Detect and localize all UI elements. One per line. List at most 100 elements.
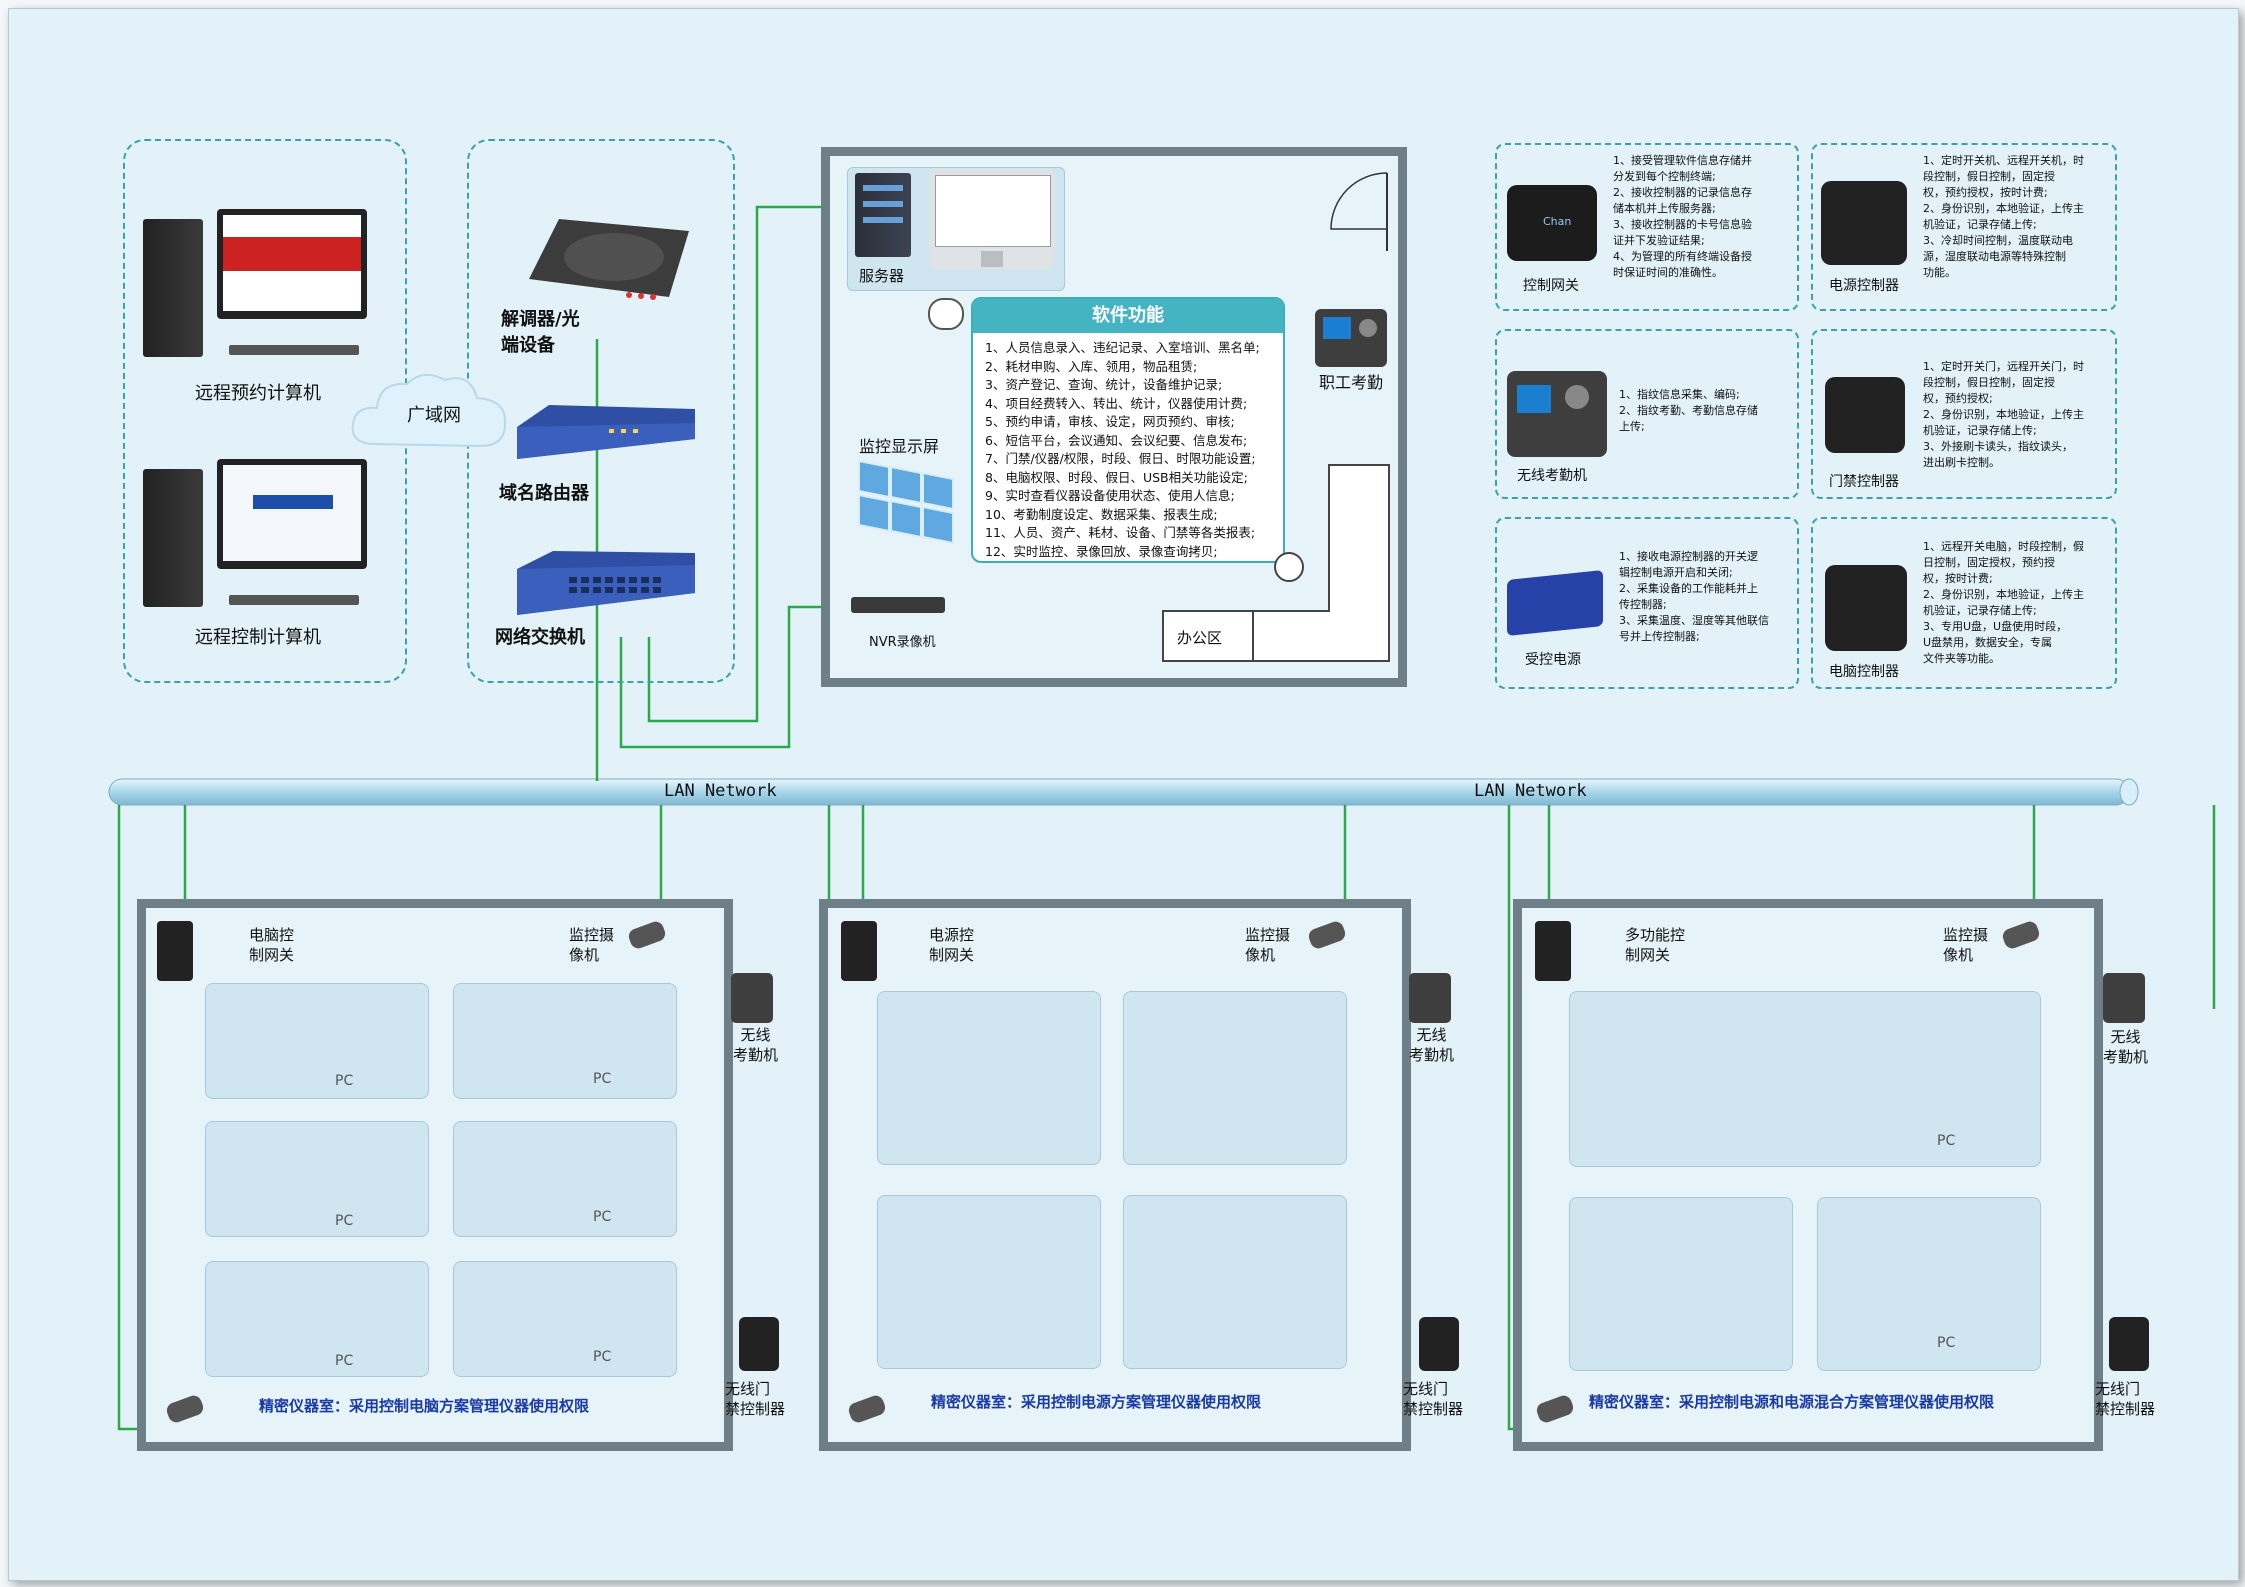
monitor: [217, 459, 367, 569]
server-rack-icon[interactable]: [855, 173, 911, 257]
room1-gateway-label: 电脑控 制网关: [249, 926, 295, 964]
legend-power-controller-name: 电源控制器: [1829, 278, 1899, 294]
software-function-item: 5、预约申请，审核、设定，网页预约、审核;: [985, 414, 1235, 429]
legend-wireless-attendance: [1495, 329, 1799, 499]
room2-station-4[interactable]: [1123, 1195, 1347, 1369]
room3-station-1[interactable]: [1569, 991, 2041, 1167]
remote-booking-computer[interactable]: [139, 209, 379, 369]
software-functions-list: 1、人员信息录入、违纪记录、入室培训、黑名单; 2、耗材申购、入库、领用，物品租赁…: [985, 339, 1260, 561]
room1-station-6[interactable]: [453, 1261, 677, 1377]
pc-label: PC: [593, 1209, 612, 1225]
lan-label-right: LAN Network: [1474, 781, 1587, 801]
room3-attendance-label: 无线 考勤机: [2103, 1028, 2149, 1066]
lan-pipe: [108, 778, 2130, 806]
remote-booking-label: 远程预约计算机: [195, 383, 321, 404]
legend-power-controller-desc: 1、定时开关机、远程开关机，时 段控制，假日控制，固定授 权，预约授权，按时计费…: [1923, 154, 2084, 279]
door-controller-icon: [1825, 377, 1905, 453]
room2-station-1[interactable]: [877, 991, 1101, 1165]
legend-controlled-power: [1495, 517, 1799, 689]
wan-label: 广域网: [407, 405, 461, 426]
keyboard: [229, 595, 359, 605]
pc-tower: [143, 469, 203, 607]
room2-camera-label: 监控摄 像机: [1245, 926, 1291, 964]
controlled-power-icon: [1507, 569, 1603, 637]
wan-cloud-icon: [351, 373, 507, 448]
room1-door-controller-icon[interactable]: [739, 1317, 779, 1371]
monitor-wall-icon[interactable]: [855, 457, 965, 567]
legend-wireless-attendance-desc: 1、指纹信息采集、编码; 2、指纹考勤、考勤信息存储 上传;: [1619, 388, 1758, 433]
room2-gateway-label: 电源控 制网关: [929, 926, 975, 964]
power-controller-icon: [1821, 181, 1907, 265]
legend-controlled-power-desc: 1、接收电源控制器的开关逻 辑控制电源开启和关闭; 2、采集设备的工作能耗并上 …: [1619, 550, 1769, 643]
software-function-item: 3、资产登记、查询、统计，设备维护记录;: [985, 377, 1223, 392]
software-function-item: 4、项目经费转入、转出、统计，仪器使用计费;: [985, 395, 1248, 411]
pc-label: PC: [335, 1073, 354, 1089]
room1-camera-label: 监控摄 像机: [569, 926, 615, 964]
pc-tower: [143, 219, 203, 357]
room1-station-5[interactable]: [205, 1261, 429, 1377]
pc-label: PC: [335, 1213, 354, 1229]
room2-station-3[interactable]: [877, 1195, 1101, 1369]
legend-door-controller-name: 门禁控制器: [1829, 474, 1899, 490]
nvr-label: NVR录像机: [869, 635, 936, 650]
pc-controller-icon: [1825, 565, 1907, 651]
room1-attendance-icon[interactable]: [731, 973, 773, 1023]
legend-wireless-attendance-name: 无线考勤机: [1517, 468, 1587, 484]
router-device[interactable]: [509, 399, 699, 479]
attendance-label: 职工考勤: [1319, 373, 1384, 392]
legend-gateway: [1495, 143, 1799, 311]
room1-caption: 精密仪器室：采用控制电脑方案管理仪器使用权限: [259, 1397, 590, 1415]
network-diagram: 远程预约计算机 远程控制计算机 广域网 解调器/光 端设备 域名路由器 网络交换…: [8, 8, 2239, 1581]
office-desk: [1162, 464, 1390, 662]
software-function-item: 10、考勤制度设定、数据采集、报表生成;: [985, 506, 1218, 522]
room3-attendance-icon[interactable]: [2103, 973, 2145, 1023]
room3-station-2[interactable]: [1569, 1197, 1793, 1371]
room1-station-4[interactable]: [453, 1121, 677, 1237]
remote-control-computer[interactable]: [139, 459, 379, 619]
room1-station-1[interactable]: [205, 983, 429, 1099]
room2-caption: 精密仪器室：采用控制电源方案管理仪器使用权限: [931, 1393, 1262, 1411]
chair-icon: [928, 298, 964, 330]
room1-station-2[interactable]: [453, 983, 677, 1099]
legend-pc-controller-desc: 1、远程开关电脑，时段控制，假 日控制，固定授权，预约授 权，按时计费; 2、身…: [1923, 540, 2084, 665]
room2-attendance-label: 无线 考勤机: [1409, 1026, 1455, 1064]
nvr-device[interactable]: [851, 597, 945, 613]
modem-device[interactable]: [509, 209, 699, 309]
server-monitor[interactable]: [929, 169, 1055, 269]
monitor-wall-label: 监控显示屏: [859, 437, 940, 456]
wiring-layer: [108, 205, 2216, 1431]
legend-power-controller: [1811, 143, 2117, 311]
software-function-item: 1、人员信息录入、违纪记录、入室培训、黑名单;: [985, 340, 1260, 355]
attendance-device-icon[interactable]: [1315, 309, 1387, 367]
gateway-2-icon[interactable]: [841, 921, 877, 981]
legend-pc-controller-name: 电脑控制器: [1829, 664, 1899, 680]
remote-control-label: 远程控制计算机: [195, 627, 321, 648]
software-function-item: 8、电脑权限、时段、假日、USB相关功能设定;: [985, 469, 1248, 485]
software-function-item: 11、人员、资产、耗材、设备、门禁等各类报表;: [985, 525, 1256, 540]
switch-device[interactable]: [509, 549, 699, 629]
keyboard: [229, 345, 359, 355]
room3-door-controller-icon[interactable]: [2109, 1317, 2149, 1371]
legend-controlled-power-name: 受控电源: [1525, 652, 1581, 668]
legend-gateway-desc: 1、接受管理软件信息存储并 分发到每个控制终端; 2、接收控制器的记录信息存 储…: [1613, 154, 1752, 279]
monitor: [217, 209, 367, 319]
room1-station-3[interactable]: [205, 1121, 429, 1237]
wireless-attendance-icon: [1507, 371, 1607, 457]
legend-door-controller-desc: 1、定时开关门，远程开关门，时 段控制，假日控制，固定授 权，预约授权; 2、身…: [1923, 360, 2084, 469]
modem-label: 解调器/光 端设备: [501, 309, 580, 356]
room3-caption: 精密仪器室：采用控制电源和电源混合方案管理仪器使用权限: [1589, 1393, 1995, 1411]
room1-attendance-label: 无线 考勤机: [733, 1026, 779, 1064]
software-function-item: 2、耗材申购、入库、领用，物品租赁;: [985, 358, 1198, 374]
pc-label: PC: [593, 1349, 612, 1365]
gateway-1-icon[interactable]: [157, 921, 193, 981]
software-functions-title: 软件功能: [973, 299, 1283, 333]
legend-door-controller: [1811, 329, 2117, 499]
room2-station-2[interactable]: [1123, 991, 1347, 1165]
room3-station-3[interactable]: [1817, 1197, 2041, 1371]
room2-door-controller-icon[interactable]: [1419, 1317, 1459, 1371]
room3-camera-label: 监控摄 像机: [1943, 926, 1989, 964]
room2-door-label: 无线门 禁控制器: [1403, 1380, 1464, 1418]
room2-attendance-icon[interactable]: [1409, 973, 1451, 1023]
gateway-3-icon[interactable]: [1535, 921, 1571, 981]
gateway-icon: Chan: [1507, 185, 1597, 261]
